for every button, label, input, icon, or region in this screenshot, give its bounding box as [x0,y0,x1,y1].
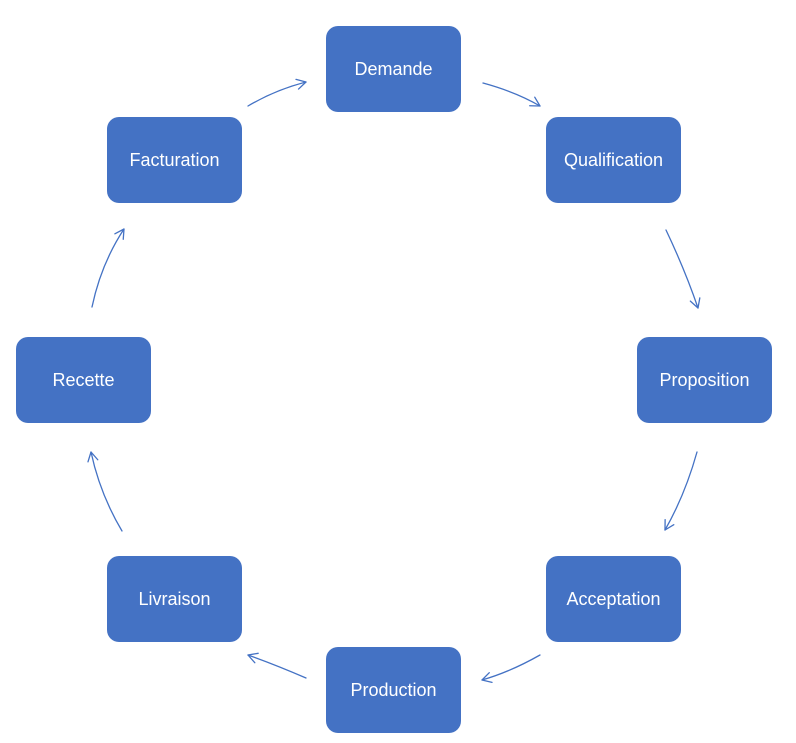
node-demande-label: Demande [354,58,433,79]
arrow-recette-to-facturation [91,228,125,308]
node-acceptation-label: Acceptation [566,588,661,609]
node-facturation-label: Facturation [129,149,220,170]
node-demande: Demande [326,26,461,112]
arrow-qualification-to-proposition [665,229,701,309]
node-livraison: Livraison [107,556,242,642]
node-facturation: Facturation [107,117,242,203]
node-qualification: Qualification [546,117,681,203]
arrow-acceptation-to-production [481,654,541,683]
node-proposition: Proposition [637,337,772,423]
node-acceptation: Acceptation [546,556,681,642]
arrow-production-to-livraison [247,652,307,679]
node-proposition-label: Proposition [659,369,750,390]
node-livraison-label: Livraison [138,588,211,609]
arrow-livraison-to-recette [87,451,123,532]
node-production-label: Production [350,679,437,700]
node-recette: Recette [16,337,151,423]
node-production: Production [326,647,461,733]
arrow-demande-to-qualification [482,82,541,107]
arrow-proposition-to-acceptation [664,451,698,531]
node-qualification-label: Qualification [563,149,664,170]
node-recette-label: Recette [52,369,115,390]
arrow-facturation-to-demande [247,78,307,107]
